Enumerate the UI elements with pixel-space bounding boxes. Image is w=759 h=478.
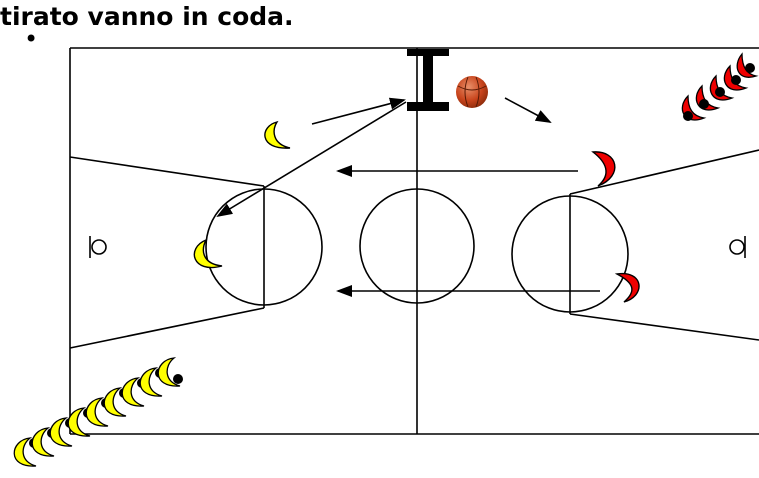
player-icon: [736, 52, 759, 78]
right-hoop: [729, 239, 745, 255]
bullet-marker: •: [24, 25, 39, 53]
arrow-icon: [216, 101, 407, 218]
left-lane-bottom: [69, 307, 265, 349]
basket-icon: [407, 49, 449, 111]
player-icon: [193, 238, 223, 269]
player-icon: [723, 64, 749, 91]
ball-icon: [456, 76, 488, 108]
right-lane-top: [569, 149, 759, 195]
player-icon: [709, 74, 735, 101]
instruction-caption: tirato vanno in coda.: [0, 2, 294, 31]
left-hoop: [91, 239, 107, 255]
yellow-team-queue: [13, 357, 183, 467]
player-icon: [614, 273, 640, 303]
arrow-icon: [504, 97, 552, 123]
player-icon: [695, 84, 721, 111]
player-icon: [264, 120, 291, 149]
movement-arrows: [216, 97, 600, 297]
player-icon: [681, 94, 707, 121]
center-circle: [359, 188, 475, 304]
player-icon: [157, 357, 183, 387]
right-free-throw-circle: [511, 195, 629, 313]
player-icon: [591, 151, 616, 187]
left-lane-top: [69, 156, 265, 187]
red-team-queue: [681, 52, 759, 121]
right-lane-bottom: [569, 313, 759, 341]
arrow-icon: [311, 97, 406, 125]
